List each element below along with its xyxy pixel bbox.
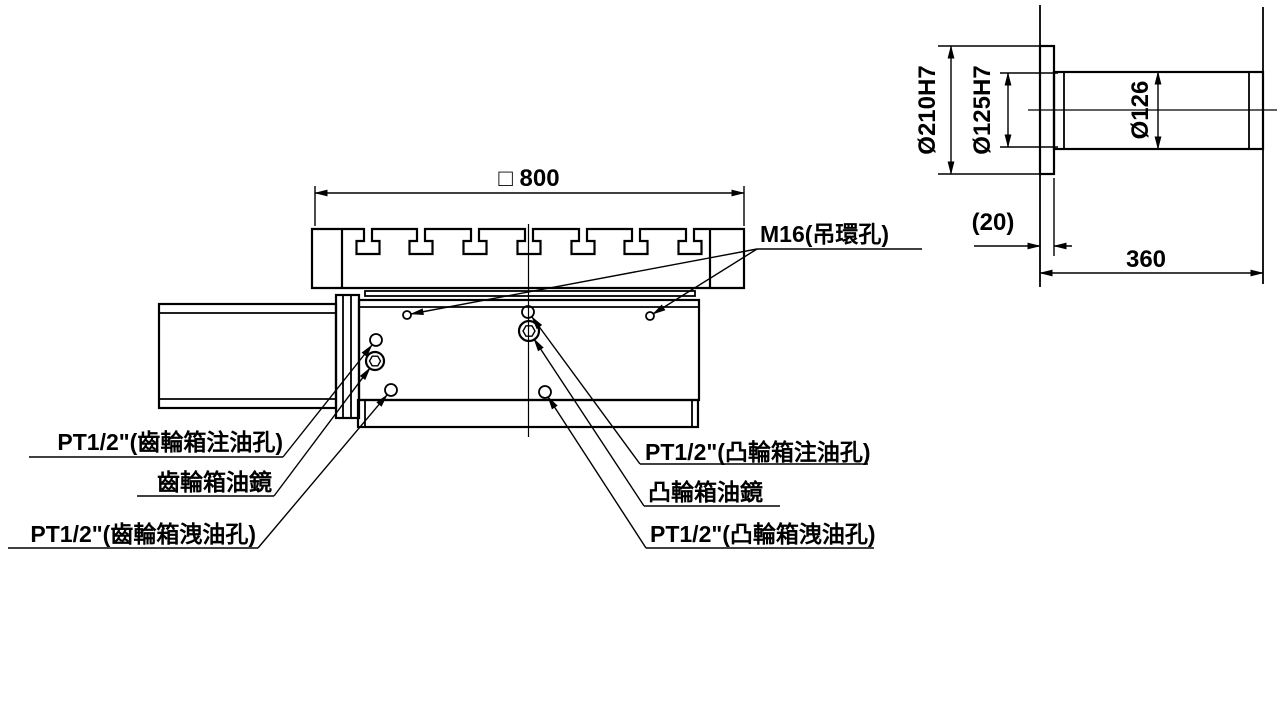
label-cam-fill-text: PT1/2"(凸輪箱注油孔)	[645, 439, 871, 465]
leader-cam-drain	[547, 396, 647, 549]
leader-m16-left	[410, 248, 758, 316]
leader-cam-fill	[531, 316, 641, 465]
label-cam-sight: 凸輪箱油鏡	[533, 338, 780, 507]
dim-pilot-dia-text: Ø125H7	[969, 65, 996, 154]
dim-pilot-dia: Ø125H7	[969, 65, 1058, 155]
dim-flange-thickness-text: (20)	[972, 209, 1015, 236]
label-m16-text: M16(吊環孔)	[760, 221, 889, 247]
label-cam-drain: PT1/2"(凸輪箱洩油孔)	[547, 396, 876, 549]
cam-fill-hole	[521, 305, 535, 319]
cam-sight-glass-outer	[517, 319, 541, 343]
label-cam-fill: PT1/2"(凸輪箱注油孔)	[531, 316, 871, 465]
input-housing	[157, 302, 338, 410]
leader-cam-sight	[533, 338, 645, 507]
label-gear-sight-text: 齒輪箱油鏡	[157, 469, 272, 495]
dim-table-width: □ 800	[314, 165, 745, 226]
gear-drain-hole	[384, 383, 398, 397]
label-gear-fill: PT1/2"(齒輪箱注油孔)	[29, 344, 373, 458]
dim-flange-dia: Ø210H7	[914, 45, 1048, 175]
m16-hole-right	[645, 311, 655, 321]
gear-sight-glass-outer	[364, 350, 386, 372]
dim-flange-dia-text: Ø210H7	[914, 65, 941, 154]
dim-table-width-text: □ 800	[498, 165, 559, 192]
gear-sight-glass-hex	[368, 355, 382, 367]
leader-gear-fill	[282, 344, 373, 458]
leader-gear-drain	[257, 394, 388, 549]
dim-shaft-dia: Ø126	[1127, 71, 1162, 150]
side-view: Ø210H7 Ø125H7 Ø126 (20) 360	[914, 5, 1277, 287]
gear-fill-hole	[369, 333, 383, 347]
label-cam-sight-text: 凸輪箱油鏡	[648, 479, 763, 505]
dim-shaft-length-text: 360	[1126, 246, 1166, 273]
label-gear-sight: 齒輪箱油鏡	[137, 367, 371, 497]
leader-gear-sight	[273, 367, 371, 497]
front-view: □ 800 M16(吊環孔) PT1/2"(齒輪箱注油孔) 齒輪箱油鏡 PT1/…	[8, 165, 922, 549]
label-m16: M16(吊環孔)	[410, 221, 922, 316]
dim-shaft-dia-text: Ø126	[1127, 81, 1154, 140]
adapter-flange	[334, 293, 361, 420]
label-cam-drain-text: PT1/2"(凸輪箱洩油孔)	[650, 521, 876, 547]
leader-m16-right	[652, 248, 758, 315]
label-gear-drain: PT1/2"(齒輪箱洩油孔)	[8, 394, 388, 549]
table-top-outline	[310, 227, 746, 290]
label-gear-fill-text: PT1/2"(齒輪箱注油孔)	[57, 429, 283, 455]
cam-drain-hole	[538, 385, 552, 399]
m16-hole-left	[402, 310, 412, 320]
dim-shaft-length: 360	[1039, 246, 1264, 277]
label-gear-drain-text: PT1/2"(齒輪箱洩油孔)	[30, 521, 256, 547]
dim-flange-thickness: (20)	[972, 178, 1072, 256]
